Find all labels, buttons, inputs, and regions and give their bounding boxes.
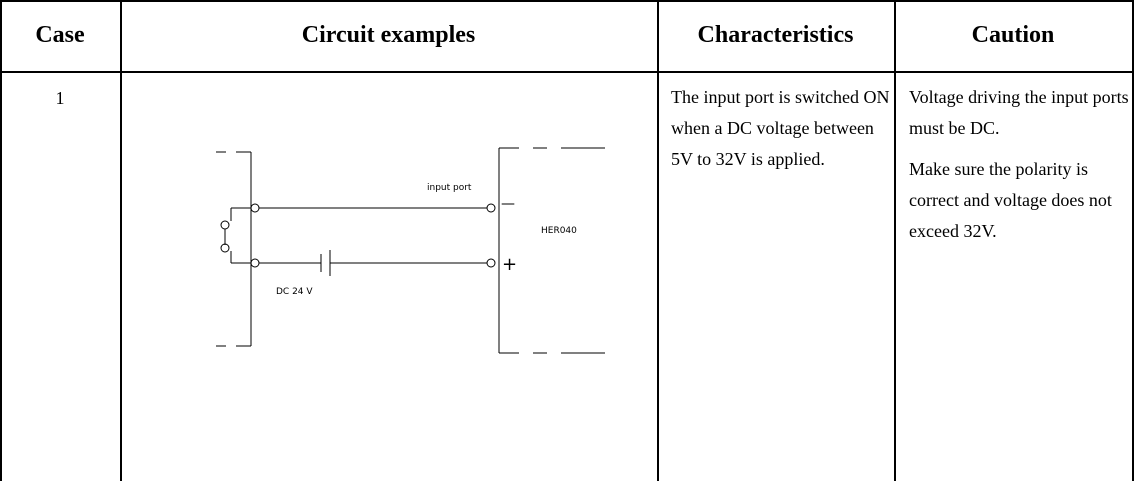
input-port-label: input port (427, 183, 472, 193)
voltage-label: DC 24 V (276, 287, 313, 297)
case-number: 1 (55, 88, 65, 108)
table-border-top (0, 0, 1134, 2)
minus-symbol: — (501, 196, 515, 212)
caution-text: Voltage driving the input ports must be … (909, 82, 1131, 247)
circuit-diagram: input port HER040 DC 24 V — + (216, 147, 605, 354)
table-border-right (1132, 0, 1134, 481)
caution-paragraph-2: Make sure the polarity is correct and vo… (909, 159, 1112, 241)
header-case: Case (35, 22, 85, 48)
plus-symbol: + (502, 254, 517, 275)
header-caution: Caution (971, 22, 1055, 48)
table-border-left (0, 0, 2, 481)
header-characteristics: Characteristics (697, 22, 854, 48)
characteristics-paragraph: The input port is switched ON when a DC … (671, 87, 890, 169)
device-label: HER040 (541, 226, 577, 236)
column-divider-3 (894, 0, 896, 481)
header-divider (0, 71, 1134, 73)
header-circuit-examples: Circuit examples (301, 22, 476, 48)
characteristics-text: The input port is switched ON when a DC … (671, 82, 891, 175)
caution-paragraph-1: Voltage driving the input ports must be … (909, 87, 1129, 138)
column-divider-2 (657, 0, 659, 481)
column-divider-1 (120, 0, 122, 481)
